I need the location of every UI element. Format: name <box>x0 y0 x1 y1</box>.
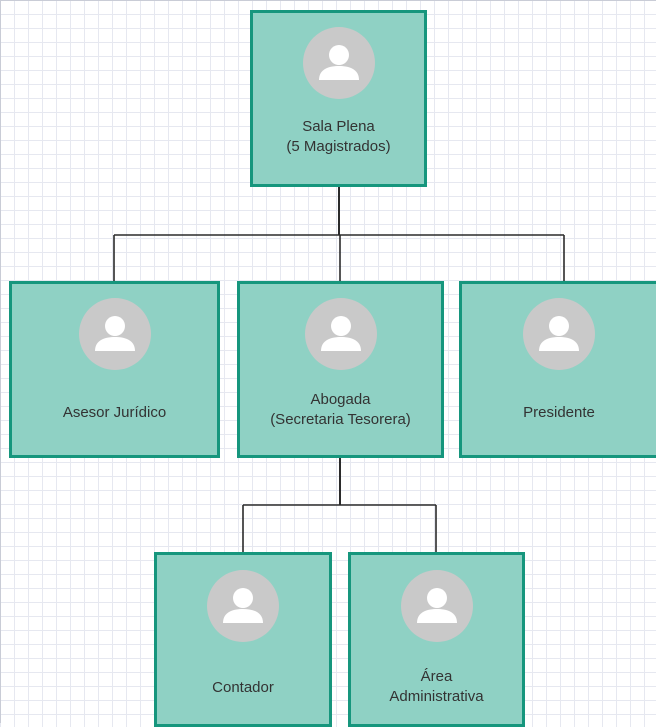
user-avatar-icon <box>207 570 279 642</box>
node-label: Contador <box>212 679 274 696</box>
user-avatar-icon <box>78 298 151 370</box>
node-presidente[interactable]: Presidente <box>459 281 656 458</box>
node-label: Abogada (Secretaria Tesorera) <box>270 391 411 428</box>
node-label: Sala Plena (5 Magistrados) <box>286 118 391 155</box>
node-sala-plena[interactable]: Sala Plena (5 Magistrados) <box>250 10 427 187</box>
node-asesor-juridico[interactable]: Asesor Jurídico <box>9 281 220 458</box>
user-avatar-icon <box>400 570 473 642</box>
node-contador[interactable]: Contador <box>154 552 332 727</box>
user-avatar-icon <box>304 298 377 370</box>
node-label: Asesor Jurídico <box>62 404 167 421</box>
node-area-administrativa[interactable]: Área Administrativa <box>348 552 525 727</box>
node-label: Área Administrativa <box>389 668 484 705</box>
user-avatar-icon <box>302 27 375 99</box>
node-label: Presidente <box>523 404 595 421</box>
node-abogada[interactable]: Abogada (Secretaria Tesorera) <box>237 281 444 458</box>
user-avatar-icon <box>523 298 595 370</box>
